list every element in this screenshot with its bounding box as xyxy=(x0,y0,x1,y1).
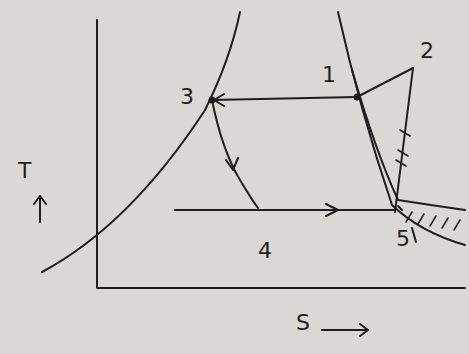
state-number: 4 xyxy=(258,240,272,262)
compression-line xyxy=(395,68,413,212)
throttling-line xyxy=(212,100,258,208)
condensation-line xyxy=(212,97,357,100)
state-number: 1 xyxy=(322,64,336,86)
evaporation-line xyxy=(175,209,395,211)
state-point xyxy=(355,95,360,100)
state-point xyxy=(210,98,215,103)
hatching xyxy=(406,212,460,230)
saturated-liquid-line xyxy=(42,12,240,272)
state-number: 5 xyxy=(396,228,410,250)
state-number: 2 xyxy=(420,40,434,62)
arrow-head xyxy=(326,204,338,216)
axes xyxy=(97,20,465,288)
state-number: 3 xyxy=(180,86,194,108)
desuperheat-line xyxy=(357,68,413,97)
axis-label: T xyxy=(18,160,31,182)
axis-arrow xyxy=(322,324,368,336)
axis-arrow xyxy=(34,196,46,222)
tick-marks xyxy=(396,130,410,166)
arrow-head xyxy=(226,158,238,170)
axis-label: S xyxy=(296,312,310,334)
